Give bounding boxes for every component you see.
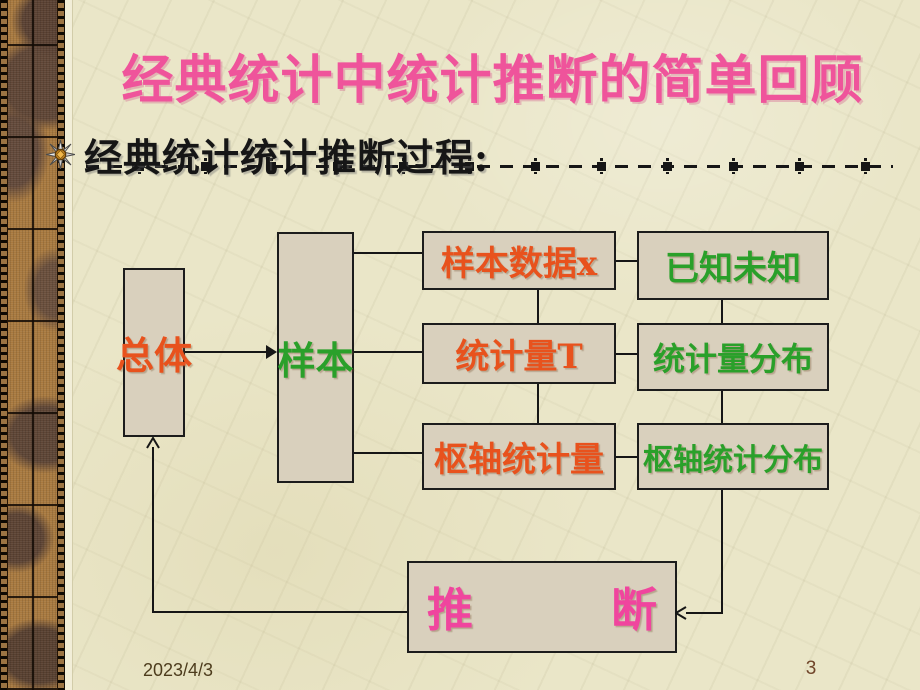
connector-line [152,611,407,613]
connector-line [721,490,723,614]
footer-page-number: 3 [805,658,817,679]
connector-line [616,456,637,458]
connector-line [354,351,422,353]
arrowhead-left [675,606,687,620]
slide-title: 经典统计中统计推断的简单回顾 [121,50,864,111]
connector-line [616,260,637,262]
connector-line [721,391,723,423]
connector-line [616,353,637,355]
connector-line [721,300,723,323]
decorative-border-strip [0,0,65,690]
connector-line [354,452,422,454]
flow-node-sample-data: 样本数据x [422,231,616,290]
connector-line [354,252,422,254]
connector-line [537,384,539,423]
flow-node-known-unknown: 已知未知 [637,231,829,300]
flow-node-population: 总体 [116,268,192,437]
flow-node-pivot-statistic-distribution: 枢轴统计分布 [637,423,829,490]
flow-node-statistic: 统计量T [422,323,616,384]
arrowhead-right [266,345,277,359]
border-strip-gap [65,0,73,690]
connector-line [185,351,267,353]
connector-line [152,447,154,613]
connector-line [537,290,539,323]
star-bullet-icon [46,140,75,169]
arrowhead-up [146,437,160,449]
dashed-divider-line [86,158,893,174]
flow-node-sample: 样本 [277,232,354,483]
flow-node-statistic-distribution: 统计量分布 [637,323,829,391]
flow-node-pivot-statistic: 枢轴统计量 [422,423,616,490]
flow-node-inference: 推 断 [407,561,677,653]
connector-line [686,612,723,614]
slide-subtitle: 经典统计统计推断过程: [84,135,490,180]
footer-date: 2023/4/3 [143,660,214,680]
